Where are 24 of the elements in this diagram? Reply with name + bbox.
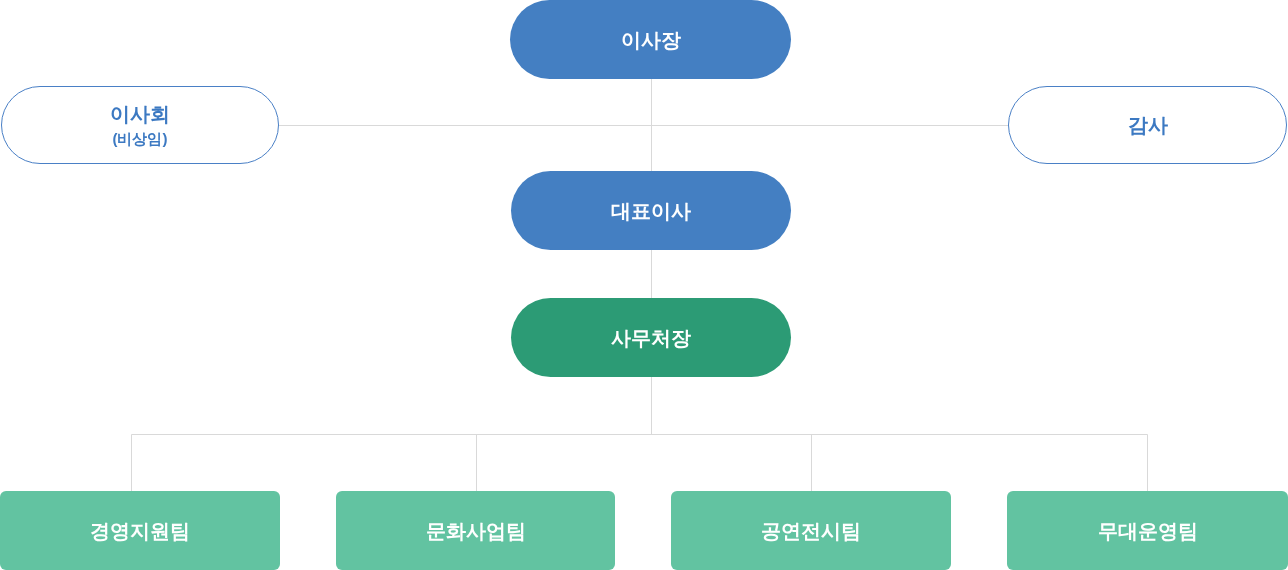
node-label: 감사 [1127,113,1168,137]
connector-line [476,434,477,492]
connector-line [651,78,652,172]
node-label: 사무처장 [611,325,691,350]
connector-line [811,434,812,492]
connector-line [131,376,1148,435]
connector-line [651,249,652,299]
connector-line [131,434,132,492]
node-label: 문화사업팀 [425,518,526,543]
team-box [336,491,615,570]
connector-line [1147,434,1148,492]
node-label: 대표이사 [611,198,691,223]
node-sublabel: (비상임) [112,128,168,149]
connector-line [278,125,1009,126]
node-label: 무대운영팀 [1097,518,1198,543]
rounded-box [1,86,279,164]
team-box [671,491,951,570]
rounded-box [1008,86,1287,164]
node-label: 경영지원팀 [90,518,190,543]
team-box [1007,491,1288,570]
node-label: 이사회 [110,101,170,126]
team-box [0,491,280,570]
node-label: 이사장 [620,27,681,52]
node-label: 공연전시팀 [761,518,861,543]
